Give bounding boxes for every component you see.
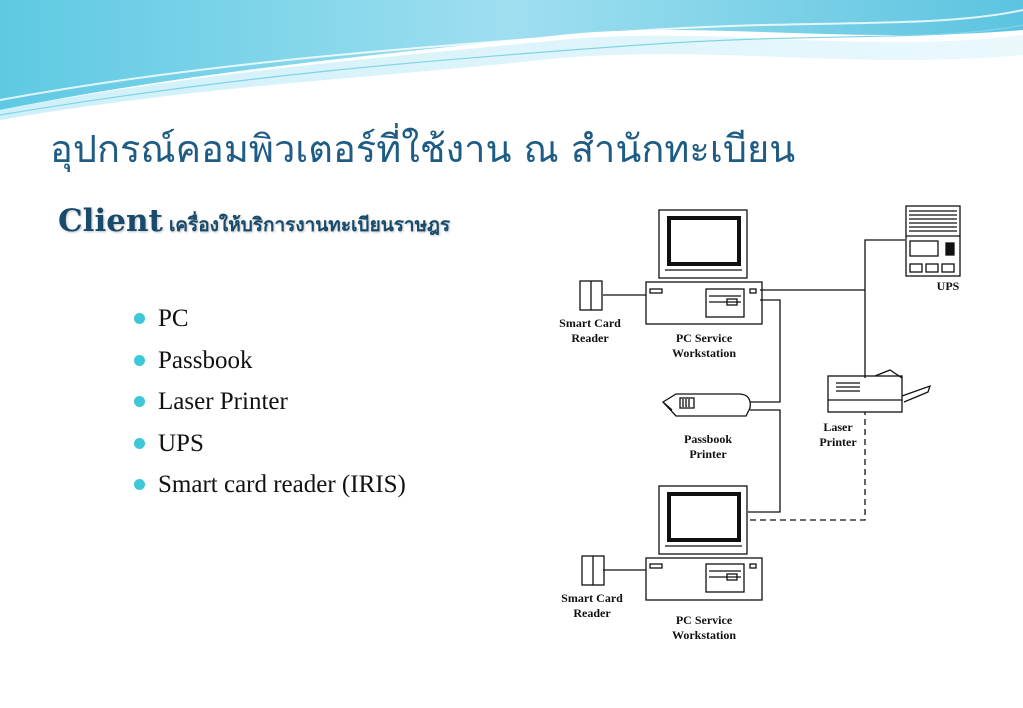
bullet-text: Passbook <box>158 346 253 374</box>
ups-device <box>905 205 961 277</box>
ups-label: UPS <box>937 279 960 293</box>
bullet-dot-icon <box>134 479 145 490</box>
smart-card-reader-bottom <box>581 555 605 586</box>
bullet-text: Smart card reader (IRIS) <box>158 471 406 498</box>
equipment-bullet-list: PC Passbook Laser Printer UPS Smart card… <box>132 298 406 506</box>
laser-printer-label-line1: Laser <box>823 420 853 434</box>
pc-workstation-bottom-label-line2: Workstation <box>672 628 736 642</box>
bullet-dot-icon <box>134 313 145 324</box>
smart-card-reader-bottom-label-line1: Smart Card <box>561 591 623 605</box>
slide-title: อุปกรณ์คอมพิวเตอร์ที่ใช้งาน ณ สำนักทะเบี… <box>50 127 796 171</box>
smart-card-reader-top-label-line2: Reader <box>571 331 609 345</box>
passbook-printer-label-line1: Passbook <box>684 432 732 446</box>
bullet-text: PC <box>158 305 189 332</box>
smart-card-reader-top-label-line1: Smart Card <box>559 316 621 330</box>
bullet-item: Laser Printer <box>132 381 406 423</box>
bullet-item: PC <box>132 298 406 340</box>
pc-workstation-bottom-label-line1: PC Service <box>676 613 733 627</box>
laser-printer <box>827 369 932 413</box>
bullet-text: Laser Printer <box>158 388 288 415</box>
bullet-dot-icon <box>134 396 145 407</box>
smart-card-reader-bottom-label-line2: Reader <box>573 606 611 620</box>
pc-workstation-bottom <box>645 485 763 601</box>
smart-card-reader-top <box>579 280 603 311</box>
passbook-printer-label-line2: Printer <box>689 447 727 461</box>
pc-workstation-top <box>645 209 763 325</box>
subtitle-thai: เครื่องให้บริการงานทะเบียนราษฎร <box>168 214 451 236</box>
bullet-dot-icon <box>134 354 145 366</box>
network-diagram: UPS Smart Card Reader PC Service Worksta… <box>550 203 964 648</box>
bullet-item: Passbook <box>132 340 406 382</box>
bullet-item: Smart card reader (IRIS) <box>132 464 406 506</box>
bullet-item: UPS <box>132 423 406 465</box>
pc-workstation-top-label-line1: PC Service <box>676 331 733 345</box>
bullet-text: UPS <box>158 429 204 457</box>
laser-printer-label-line2: Printer <box>819 435 857 449</box>
passbook-printer <box>661 393 751 417</box>
subtitle-english: Client <box>58 203 163 239</box>
pc-workstation-top-label-line2: Workstation <box>672 346 736 360</box>
bullet-dot-icon <box>134 437 145 449</box>
